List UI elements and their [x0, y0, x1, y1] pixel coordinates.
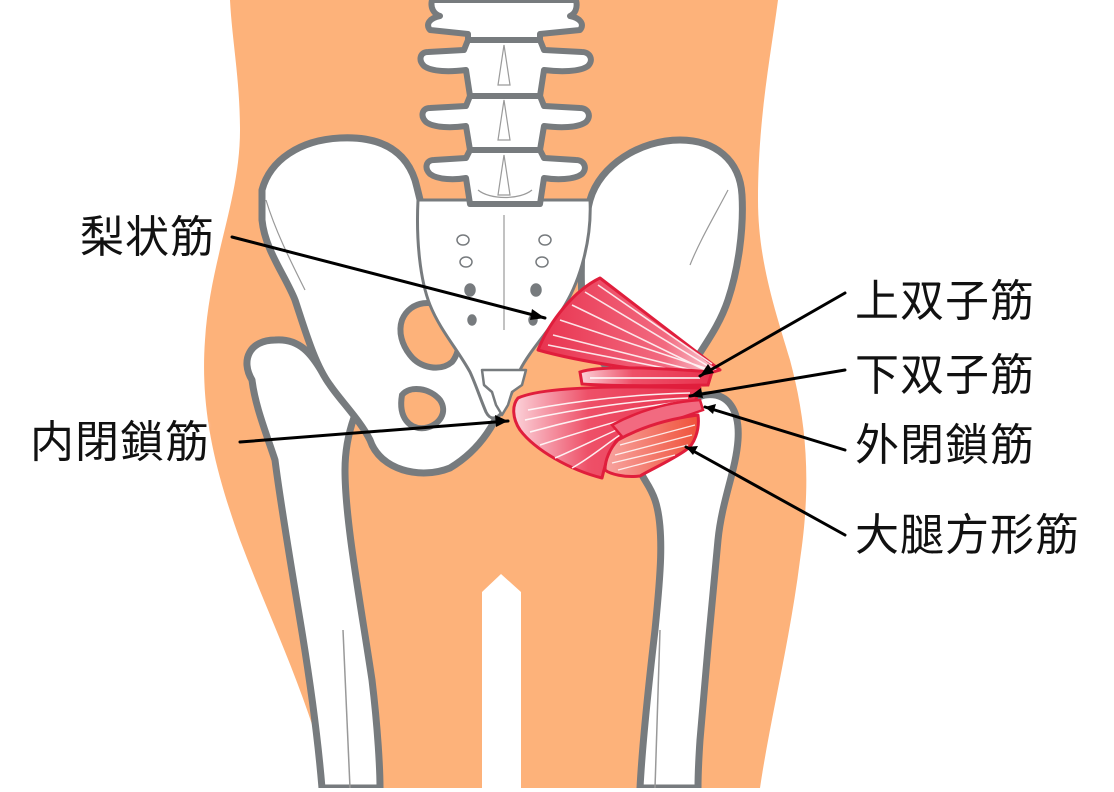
leader-line-piriformis — [230, 235, 547, 320]
arrowhead-icon — [700, 364, 714, 376]
leader-line-quadratus-femoris — [684, 445, 847, 537]
label-obturator-externus: 外閉鎖筋 — [855, 420, 1035, 471]
label-superior-gemellus: 上双子筋 — [855, 276, 1035, 327]
leader-line-superior-gemellus — [698, 291, 847, 378]
quadratus-femoris-muscle — [603, 413, 700, 478]
arrowhead-icon — [705, 404, 716, 414]
arrowhead-icon — [690, 388, 703, 398]
label-inferior-gemellus: 下双子筋 — [855, 350, 1035, 401]
label-piriformis: 梨状筋 — [80, 212, 215, 263]
leader-line-obturator-externus — [703, 405, 847, 452]
arrowheads — [495, 309, 716, 455]
superior-gemellus-muscle — [578, 366, 714, 388]
piriformis-muscle — [536, 276, 722, 378]
lumbar-spine — [417, 0, 594, 207]
arrowhead-icon — [495, 415, 508, 427]
spine-detail-lines — [477, 44, 533, 199]
leader-lines — [230, 235, 847, 537]
arrowhead-icon — [530, 309, 545, 320]
muscle-group — [512, 276, 722, 480]
femur-right — [636, 391, 742, 792]
leader-line-inferior-gemellus — [688, 368, 847, 398]
label-obturator-internus: 内閉鎖筋 — [30, 417, 210, 468]
label-quadratus-femoris: 大腿方形筋 — [855, 510, 1080, 561]
leader-line-obturator-internus — [238, 419, 510, 444]
arrowhead-icon — [686, 446, 698, 455]
